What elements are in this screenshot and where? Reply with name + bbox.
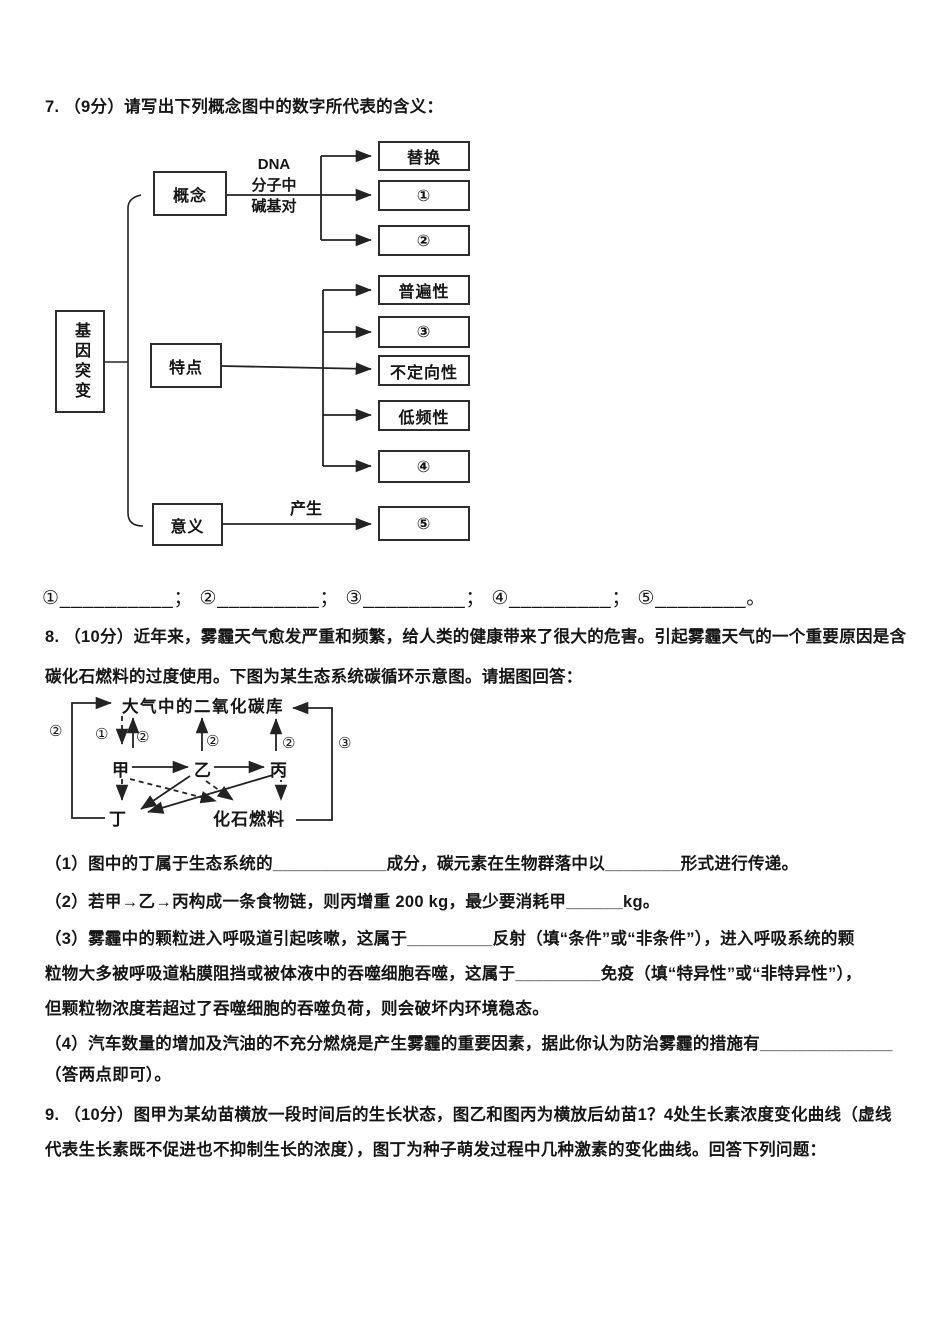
q8-sub4-line-1: （4）汽车数量的增加及汽油的不充分燃烧是产生雾霾的重要因素，据此你认为防治雾霾的… — [45, 1035, 893, 1053]
q8-sub4-line-2: （答两点即可）。 — [45, 1066, 172, 1084]
label-respiration-left: ② — [49, 723, 63, 740]
edge-label-line-basepair: 碱基对 — [251, 198, 297, 215]
leaf-universality: 普遍性 — [378, 275, 470, 305]
label-respiration-yi: ② — [206, 733, 220, 750]
q7-answer-blanks: ①__________； ②_________； ③_________； ④__… — [42, 588, 766, 609]
q8-sub3-line-2: 粒物大多被呼吸道粘膜阻挡或被体液中的吞噬细胞吞噬，这属于_________免疫（… — [45, 965, 862, 983]
meaning-edge-label: 产生 — [289, 501, 322, 518]
q8-sub3-line-3: 但颗粒物浓度若超过了吞噬细胞的吞噬负荷，则会破坏内环境稳态。 — [45, 1000, 549, 1018]
q7-concept-diagram: 基因突变 概念 特点 意义 DNA 分子中 碱基对 产生 替换 ① ② 普遍性 … — [45, 138, 480, 566]
leaf-circle-4: ④ — [378, 450, 470, 483]
label-photosynthesis: ① — [95, 726, 109, 743]
leaf-circle-5: ⑤ — [378, 506, 470, 541]
node-bing-consumer2: 丙 — [270, 761, 287, 780]
leaf-circle-3: ③ — [378, 316, 470, 348]
node-fossil-fuel: 化石燃料 — [213, 810, 285, 829]
carbon-cycle-connectors — [71, 696, 333, 821]
q9-intro-line-2: 代表生长素既不促进也不抑制生长的浓度），图丁为种子萌发过程中几种激素的变化曲线。… — [45, 1141, 827, 1159]
leaf-non-directionality: 不定向性 — [378, 355, 470, 386]
root-node-gene-mutation: 基因突变 — [55, 310, 105, 413]
q7-header: 7. （9分）请写出下列概念图中的数字所代表的含义： — [45, 98, 444, 116]
leaf-low-frequency: 低频性 — [378, 400, 470, 431]
leaf-substitution: 替换 — [378, 141, 470, 171]
q8-sub2-line: （2）若甲→乙→丙构成一条食物链，则丙增重 200 kg，最少要消耗甲_____… — [45, 893, 660, 911]
concept-node: 概念 — [153, 171, 227, 216]
q8-sub3-line-1: （3）雾霾中的颗粒进入呼吸道引起咳嗽，这属于_________反射（填“条件”或… — [45, 930, 855, 948]
q8-carbon-cycle-diagram: 大气中的二氧化碳库 甲 乙 丙 丁 化石燃料 ② ① ② ② ② ③ — [45, 691, 385, 846]
leaf-circle-2: ② — [378, 225, 470, 256]
q8-intro-line-1: 8. （10分）近年来，雾霾天气愈发严重和频繁，给人类的健康带来了很大的危害。引… — [45, 628, 907, 646]
edge-label-line-dna: DNA — [257, 156, 291, 173]
label-respiration-bing: ② — [282, 735, 296, 752]
concept-map-connectors — [105, 149, 372, 531]
feature-node: 特点 — [150, 343, 222, 388]
leaf-circle-1: ① — [378, 180, 470, 211]
co2-pool-title: 大气中的二氧化碳库 — [122, 698, 284, 716]
node-jia-producer: 甲 — [112, 761, 129, 780]
label-combustion: ③ — [338, 735, 352, 752]
q8-intro-line-2: 碳化石燃料的过度使用。下图为某生态系统碳循环示意图。请据图回答： — [45, 668, 583, 686]
q8-sub1-line: （1）图中的丁属于生态系统的____________成分，碳元素在生物群落中以_… — [45, 855, 799, 873]
meaning-node: 意义 — [152, 503, 223, 546]
edge-label-line-molecule: 分子中 — [251, 177, 297, 194]
node-ding-decomposer: 丁 — [109, 810, 126, 829]
node-yi-consumer1: 乙 — [194, 761, 211, 780]
q9-intro-line-1: 9. （10分）图甲为某幼苗横放一段时间后的生长状态，图乙和图丙为横放后幼苗1？… — [45, 1106, 892, 1124]
concept-edge-label: DNA 分子中 碱基对 — [243, 154, 305, 217]
label-respiration-jia: ② — [136, 729, 150, 746]
